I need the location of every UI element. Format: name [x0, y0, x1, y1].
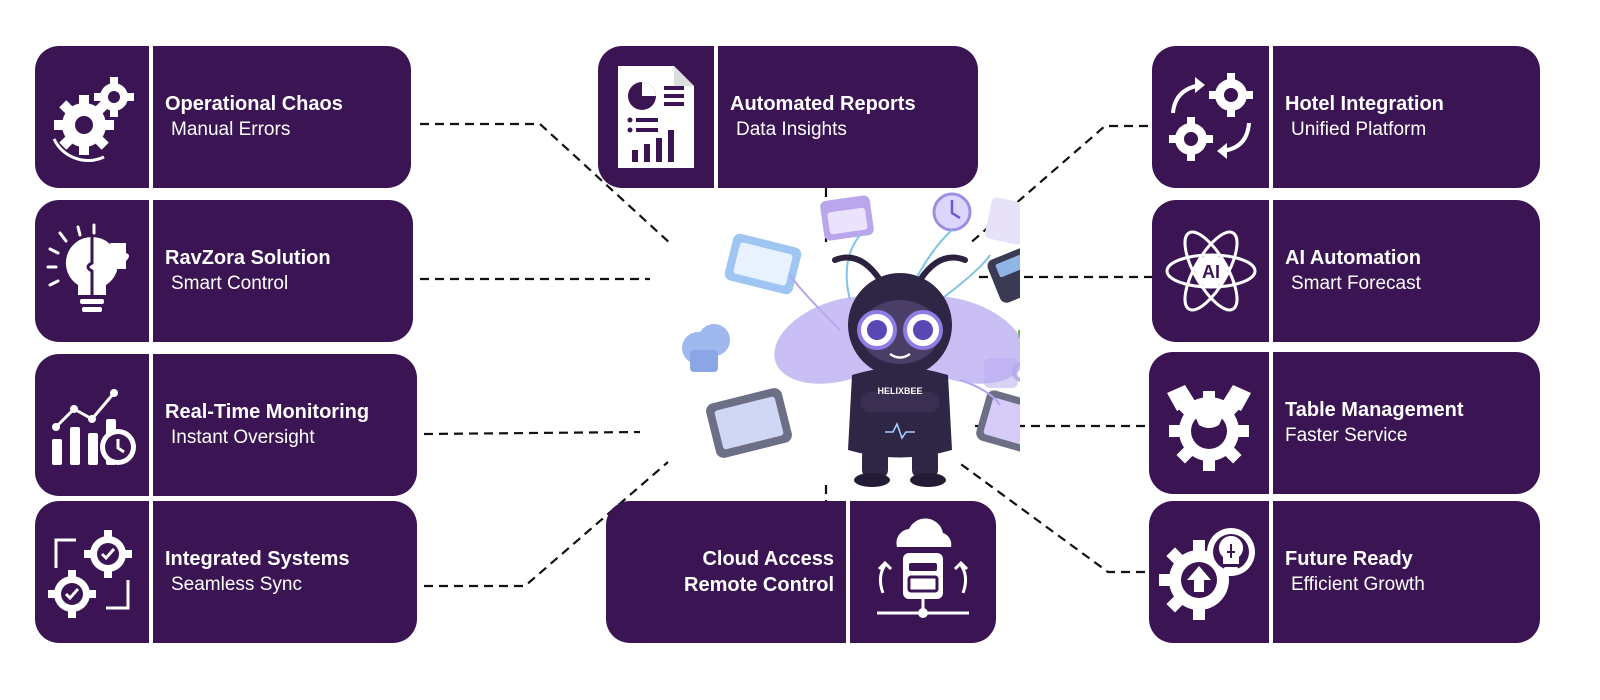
handshake-gear-icon [1149, 352, 1269, 494]
report-icon [598, 46, 714, 188]
connector-operational-chaos [420, 122, 673, 246]
card-title: Operational Chaos [165, 93, 343, 115]
lightbulb-puzzle-icon [35, 200, 149, 342]
card-divider [149, 46, 153, 188]
card-title: Real-Time Monitoring [165, 401, 370, 423]
card-subtitle: Smart Forecast [1291, 273, 1421, 294]
svg-text:AI: AI [1202, 262, 1220, 282]
cycle-gears-icon [1152, 46, 1269, 188]
card-title: Table Management [1285, 399, 1464, 421]
card-subtitle: Manual Errors [171, 119, 291, 140]
burger-illustration [1018, 330, 1020, 338]
card-divider [1269, 46, 1273, 188]
card-divider [714, 46, 718, 188]
card-hotel-integration: Hotel Integration Unified Platform [1152, 46, 1540, 188]
card-title: Cloud Access [702, 548, 834, 570]
card-divider [149, 354, 153, 496]
gear-bulb-icon [1149, 501, 1269, 643]
card-ravzora-solution: RavZora Solution Smart Control [35, 200, 413, 342]
card-future-ready: Future Ready Efficient Growth [1149, 501, 1540, 643]
card-title: Integrated Systems [165, 548, 350, 570]
card-ai-automation: AI AI Automation Smart Forecast [1152, 200, 1540, 342]
card-cloud-access: Cloud Access Remote Control [606, 501, 996, 643]
card-subtitle: Data Insights [736, 119, 847, 140]
card-real-time-monitoring: Real-Time Monitoring Instant Oversight [35, 354, 417, 496]
card-subtitle: Instant Oversight [171, 427, 315, 448]
card-title: Future Ready [1285, 548, 1413, 570]
card-automated-reports: Automated Reports Data Insights [598, 46, 978, 188]
helixbee-mascot: HELIXBEE [682, 192, 1020, 487]
chef-hat-illustration [682, 324, 730, 372]
card-divider [846, 501, 850, 643]
card-subtitle: Efficient Growth [1291, 574, 1425, 595]
card-divider [1269, 501, 1273, 643]
clipboard-illustration [984, 197, 1020, 245]
card-subtitle: Seamless Sync [171, 574, 302, 595]
card-integrated-systems: Integrated Systems Seamless Sync [35, 501, 417, 643]
card-subtitle: Remote Control [684, 574, 834, 596]
connector-monitoring [423, 430, 641, 436]
card-title: Hotel Integration [1285, 93, 1444, 115]
card-operational-chaos: Operational Chaos Manual Errors [35, 46, 411, 188]
card-divider [1269, 352, 1273, 494]
card-divider [149, 200, 153, 342]
card-subtitle: Faster Service [1285, 425, 1408, 446]
cloud-folder-icon [850, 501, 996, 643]
calendar-illustration [820, 195, 874, 241]
sync-gears-icon [35, 501, 149, 643]
ai-atom-icon: AI [1152, 200, 1269, 342]
card-subtitle: Unified Platform [1291, 119, 1427, 140]
card-title: Automated Reports [730, 93, 916, 115]
gears-icon [35, 46, 149, 188]
card-title: AI Automation [1285, 247, 1421, 269]
card-divider [149, 501, 153, 643]
mascot-label: HELIXBEE [877, 386, 922, 396]
card-title: RavZora Solution [165, 247, 331, 269]
card-divider [1269, 200, 1273, 342]
card-table-management: Table Management Faster Service [1149, 352, 1540, 494]
card-subtitle: Smart Control [171, 273, 289, 294]
chart-clock-icon [35, 354, 149, 496]
pos-terminal-illustration [987, 243, 1020, 303]
